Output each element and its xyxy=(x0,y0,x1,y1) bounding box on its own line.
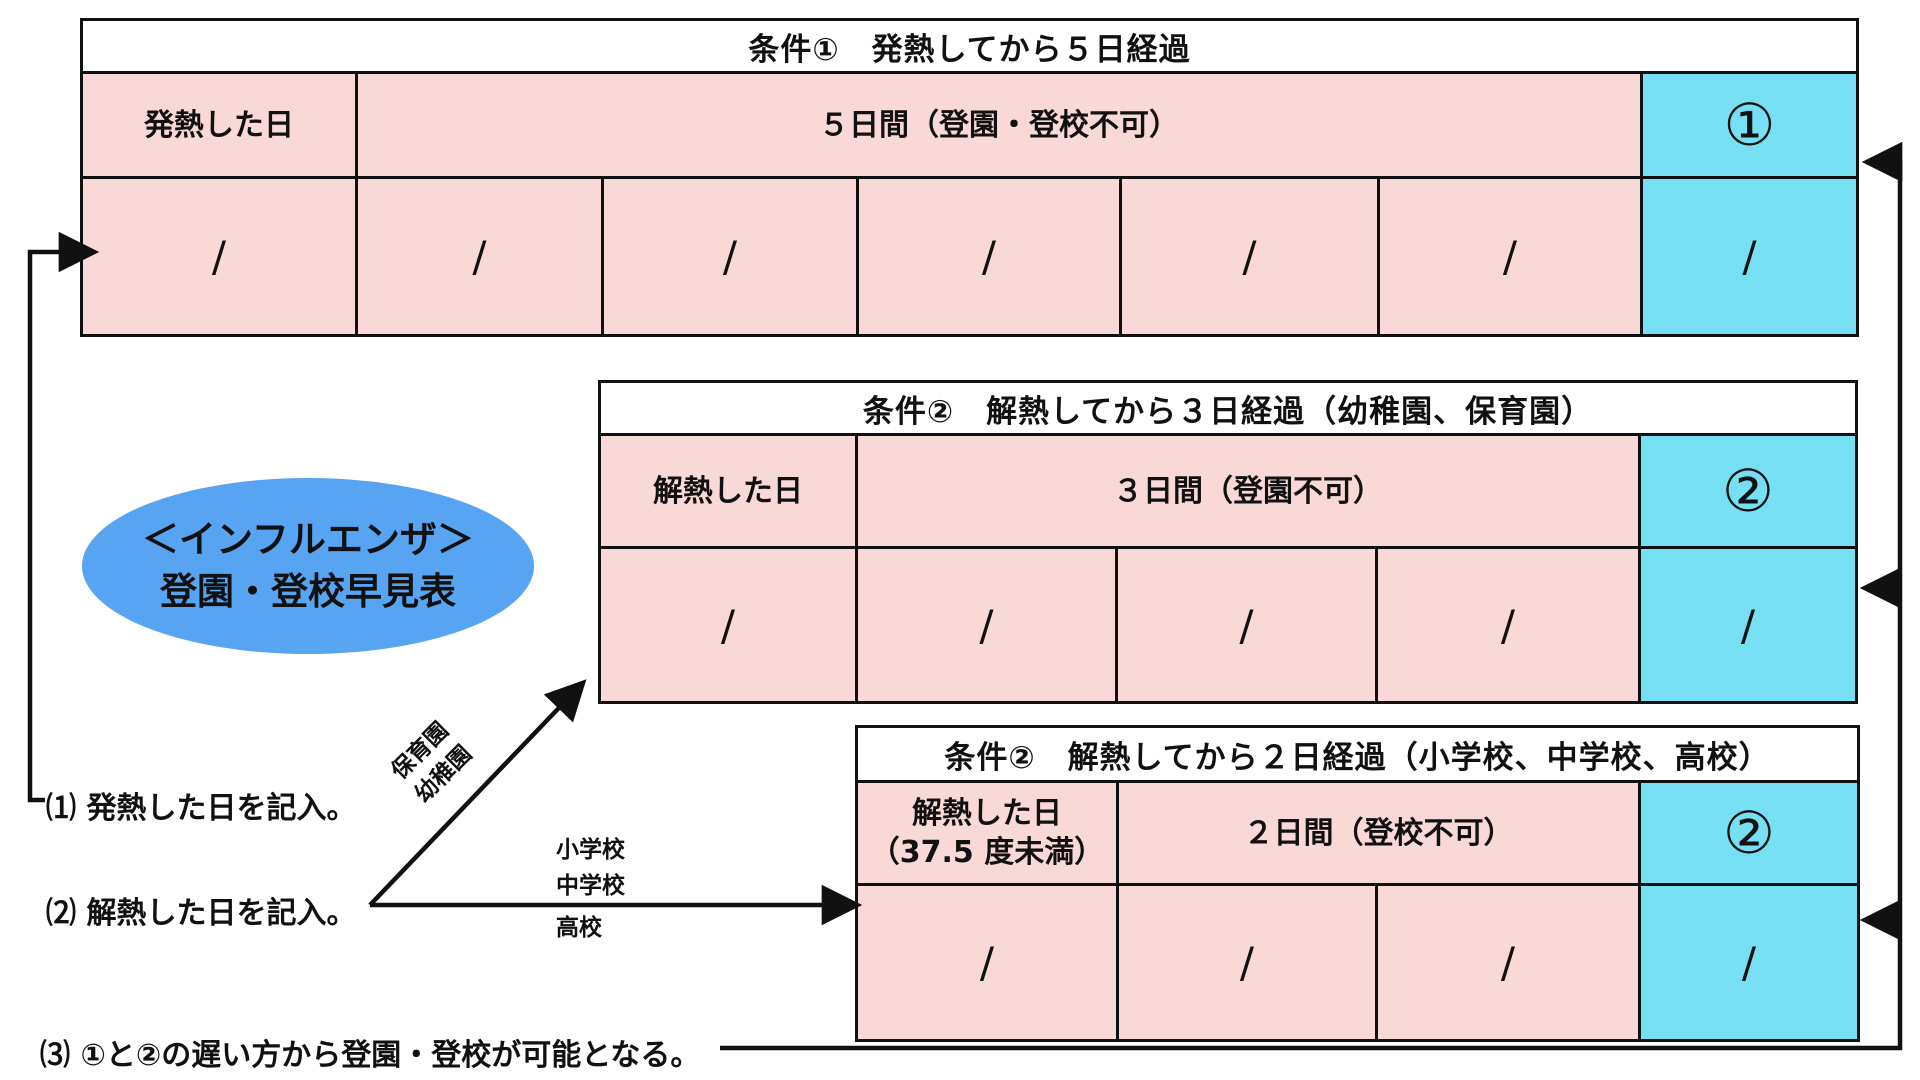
table1-header-fever-day: 発熱した日 xyxy=(83,74,355,176)
table2-date-cell-1: / xyxy=(601,549,855,701)
table3-date-cell-1: / xyxy=(858,886,1116,1039)
table1-date-cell-3: / xyxy=(604,179,856,334)
chart-title-line2: 登園・登校早見表 xyxy=(160,570,456,613)
table1-date-cell-4: / xyxy=(859,179,1119,334)
note-2: ⑵ 解熱した日を記入。 xyxy=(46,896,357,931)
table2-header-3days: ３日間（登園不可） xyxy=(858,436,1638,546)
circled-1-badge: ① xyxy=(1643,74,1856,176)
table1-title: 条件① 発熱してから５日経過 xyxy=(83,21,1856,71)
note-3: ⑶ ①と②の遅い方から登園・登校が可能となる。 xyxy=(40,1038,701,1073)
table2-date-cell-5: / xyxy=(1641,549,1855,701)
note-1: ⑴ 発熱した日を記入。 xyxy=(46,791,357,826)
table-condition-2-kindergarten: 条件② 解熱してから３日経過（幼稚園、保育園） 解熱した日 ３日間（登園不可） … xyxy=(598,380,1858,704)
table2-date-cell-2: / xyxy=(858,549,1115,701)
chart-title-bubble: ＜インフルエンザ＞ 登園・登校早見表 xyxy=(82,478,534,654)
table3-header-2days: ２日間（登校不可） xyxy=(1119,783,1638,883)
table1-date-cell-6: / xyxy=(1380,179,1640,334)
arrow-label-elementary-school: 小学校 xyxy=(556,837,625,863)
table1-header-5days: ５日間（登園・登校不可） xyxy=(358,74,1640,176)
table3-header-defervescence-day: 解熱した日 （37.5 度未満） xyxy=(858,783,1116,883)
circled-2-badge-kindergarten: ② xyxy=(1641,436,1855,546)
arrow-label-middle-school: 中学校 xyxy=(556,873,625,899)
table2-date-cell-3: / xyxy=(1118,549,1375,701)
table3-title: 条件② 解熱してから２日経過（小学校、中学校、高校） xyxy=(858,728,1857,780)
table3-date-cell-4: / xyxy=(1641,886,1857,1039)
table2-header-defervescence-day: 解熱した日 xyxy=(601,436,855,546)
arrow-label-kindergarten: 保育園 幼稚園 xyxy=(386,717,478,809)
circled-2-badge-school: ② xyxy=(1641,783,1857,883)
table2-title: 条件② 解熱してから３日経過（幼稚園、保育園） xyxy=(601,383,1855,433)
table2-date-cell-4: / xyxy=(1378,549,1638,701)
table-condition-1: 条件① 発熱してから５日経過 発熱した日 ５日間（登園・登校不可） ① / / … xyxy=(80,18,1859,337)
arrow-note1-to-table1 xyxy=(27,231,100,803)
table1-date-cell-5: / xyxy=(1122,179,1377,334)
chart-title-line1: ＜インフルエンザ＞ xyxy=(142,518,474,562)
arrow-note2-to-table2 xyxy=(368,679,587,907)
table-condition-2-school: 条件② 解熱してから２日経過（小学校、中学校、高校） 解熱した日 （37.5 度… xyxy=(855,725,1860,1042)
table1-date-cell-2: / xyxy=(358,179,601,334)
table3-date-cell-3: / xyxy=(1378,886,1638,1039)
arrow-label-high-school: 高校 xyxy=(556,915,602,941)
table1-date-cell-1: / xyxy=(83,179,355,334)
table3-date-cell-2: / xyxy=(1119,886,1375,1039)
table1-date-cell-7: / xyxy=(1643,179,1856,334)
